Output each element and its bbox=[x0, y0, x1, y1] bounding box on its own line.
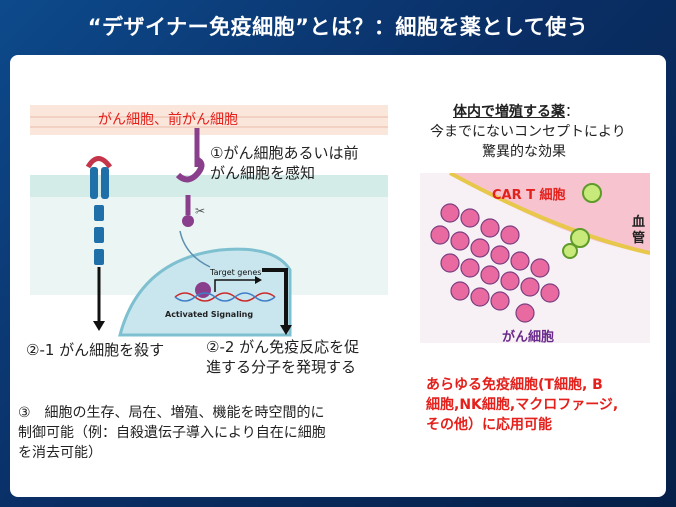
right-heading: 体内で増殖する薬： bbox=[453, 102, 579, 122]
sense-label-line2: がん細胞を感知 bbox=[210, 164, 316, 182]
kill-label: ②-1 がん細胞を殺す bbox=[26, 341, 165, 359]
svg-text:✂: ✂ bbox=[195, 204, 205, 218]
car-t-label: CAR T 細胞 bbox=[492, 188, 566, 203]
blue-receptor-icon bbox=[90, 167, 98, 199]
cancer-cell-label: がん細胞 bbox=[502, 330, 555, 345]
heading-colon: ： bbox=[565, 104, 579, 120]
blue-receptor-head-icon bbox=[85, 156, 113, 169]
cancer-cells-label: がん細胞、前がん細胞 bbox=[98, 112, 238, 128]
applicable-line3: その他）に応用可能 bbox=[426, 417, 552, 433]
control-text-line2: 制御可能（例：自殺遺伝子導入により自在に細胞 bbox=[18, 425, 326, 441]
heading-bold-text: 体内で増殖する薬 bbox=[453, 104, 565, 120]
dna-helix-icon bbox=[174, 292, 276, 302]
applicable-line1: あらゆる免疫細胞(T細胞, B bbox=[426, 377, 603, 393]
right-subtitle-line2: 驚異的な効果 bbox=[482, 144, 566, 160]
express-arrow bbox=[262, 268, 288, 327]
control-text-line3: を消去可能） bbox=[18, 445, 102, 461]
car-t-illustration bbox=[420, 173, 650, 343]
sense-label-line1: ①がん細胞あるいは前 bbox=[210, 144, 359, 162]
slide-title: “デザイナー免疫細胞”とは？：細胞を薬として使う bbox=[87, 15, 589, 39]
control-text-line1: ③ 細胞の生存、局在、増殖、機能を時空間的に bbox=[18, 405, 325, 421]
cancer-cell-membrane bbox=[30, 105, 388, 135]
right-subtitle-line1: 今までにないコンセプトにより bbox=[430, 124, 626, 140]
express-label-line1: ②-2 がん免疫反応を促 bbox=[206, 338, 360, 356]
content-panel: ✂ Target genes Activated Signaling がん細胞、… bbox=[10, 55, 666, 497]
cell-signaling-diagram: ✂ Target genes Activated Signaling bbox=[30, 105, 388, 337]
car-t-cell-icon bbox=[582, 183, 602, 203]
target-genes-label: Target genes bbox=[209, 268, 261, 277]
applicable-line2: 細胞,NK細胞,マクロファージ, bbox=[426, 397, 619, 413]
tumor-cells-cluster bbox=[430, 203, 560, 323]
express-label-line2: 進する分子を発現する bbox=[206, 358, 357, 376]
blood-vessel-label: 血管 bbox=[632, 215, 646, 246]
activated-signaling-label: Activated Signaling bbox=[165, 310, 253, 319]
